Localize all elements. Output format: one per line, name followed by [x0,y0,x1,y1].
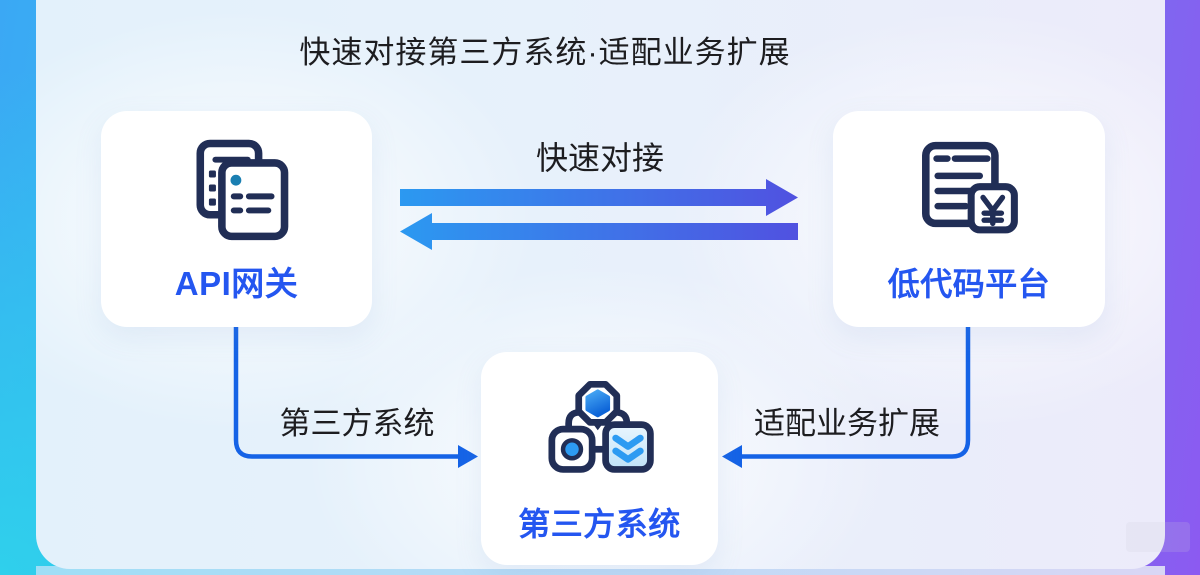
node-card-third-party: 第三方系统 [481,352,718,565]
hexagon [584,389,610,418]
double-chevron-down [611,434,644,463]
yuan-symbol [980,194,1006,227]
node-label-low-code: 低代码平台 [887,266,1051,302]
module-dot [560,438,583,461]
page-title: 快速对接第三方系统·适配业务扩展 [299,35,791,70]
node-card-api-gateway: API网关 [101,111,372,327]
edge-label-business-expand: 适配业务扩展 [754,406,940,441]
badge-tail [590,421,604,431]
watermark [1126,522,1190,552]
node-label-api-gateway: API网关 [174,265,299,302]
node-label-third-party: 第三方系统 [518,506,681,542]
front-document [217,159,288,241]
browser-yuan-icon [833,137,1105,245]
connected-modules-icon [481,376,718,480]
teal-dot [230,174,241,186]
documents-icon [101,137,372,245]
node-card-low-code: 低代码平台 [833,111,1105,327]
edge-label-third-party: 第三方系统 [279,406,435,441]
edge-label-fast-connect: 快速对接 [535,140,664,176]
bottom-accent-strip [36,566,1165,575]
